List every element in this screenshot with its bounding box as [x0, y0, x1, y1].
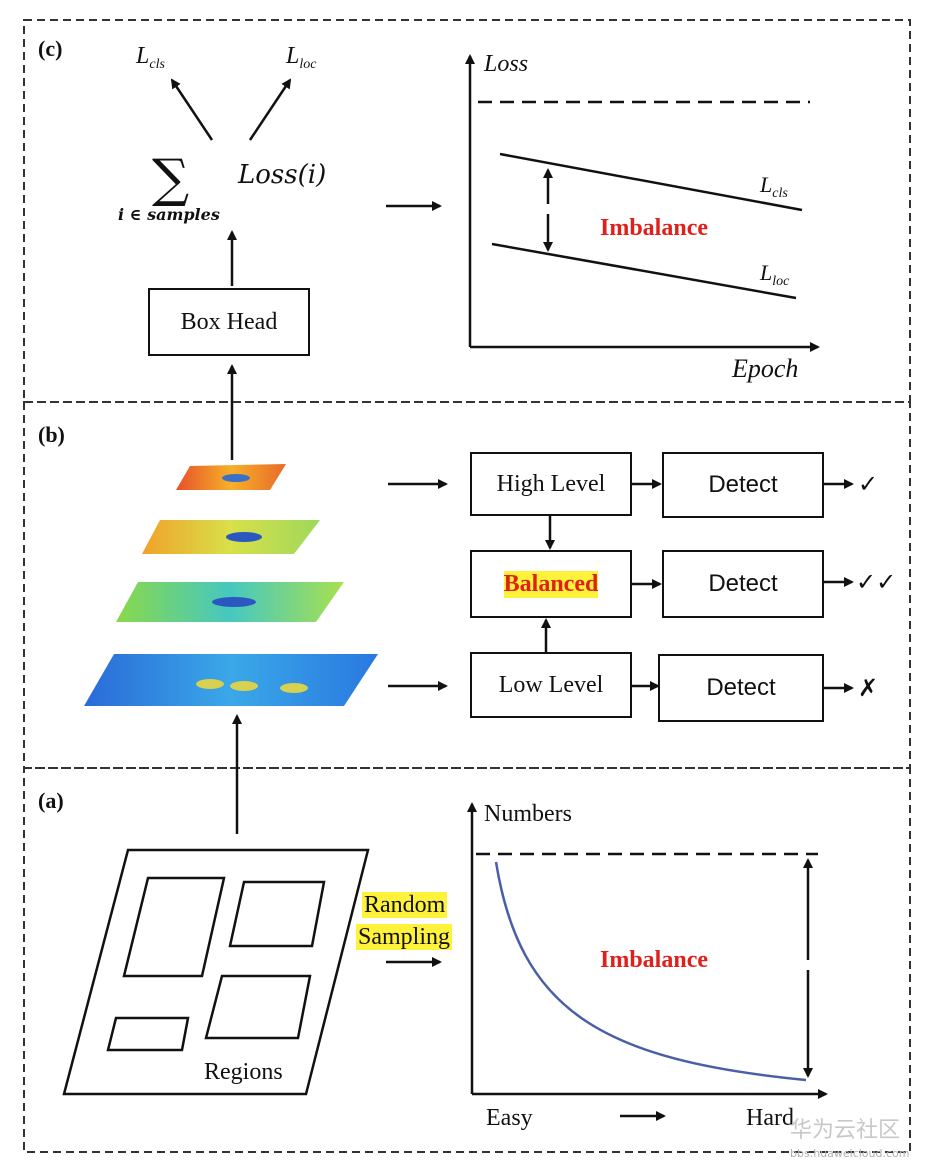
panel-b-tag: (b) [38, 422, 65, 447]
panel-a-frame [23, 767, 911, 1153]
region-box-4 [106, 1016, 190, 1052]
panel-b-arrows [232, 479, 854, 834]
high-level-box: High Level [470, 452, 632, 516]
feature-blob [196, 679, 224, 689]
loss-loc-subscript: loc [299, 57, 317, 72]
detect-top-box: Detect [662, 452, 824, 518]
line-loc-subscript: loc [772, 274, 790, 289]
high-level-label: High Level [496, 470, 606, 497]
result-mid-checks: ✓✓ [856, 568, 897, 596]
arrow-to-lloc [248, 78, 292, 141]
arrow-to-lcls [170, 78, 214, 141]
watermark-brand: 华为云社区 [790, 1118, 901, 1143]
panel-c-arrows [170, 78, 442, 460]
feature-pyramid [84, 464, 378, 706]
regions-label: Regions [204, 1059, 283, 1085]
regions-sheet [62, 848, 370, 1096]
feature-layer-4 [84, 654, 378, 706]
line-cls-subscript: cls [772, 186, 788, 201]
panel-a-tag: (a) [38, 788, 64, 813]
result-bot-cross: ✗ [858, 674, 879, 702]
sum-subscript: i ∈ samples [118, 205, 220, 224]
line-loc-label: Lloc [760, 262, 789, 289]
feature-blob [230, 681, 258, 691]
detect-bot-box: Detect [658, 654, 824, 722]
low-level-box: Low Level [470, 652, 632, 718]
loss-loc-symbol: L [286, 43, 300, 69]
balanced-box: Balanced [470, 550, 632, 618]
line-cls-label: Lcls [760, 174, 788, 201]
box-head-box: Box Head [148, 288, 310, 356]
feature-blob [212, 597, 256, 607]
detect-top-label: Detect [708, 471, 778, 498]
loss-cls-symbol: L [136, 43, 150, 69]
result-top-check: ✓ [858, 470, 879, 498]
line-cls-symbol: L [760, 172, 773, 197]
numbers-chart-ylabel: Numbers [484, 801, 572, 827]
sampling-label: Sampling [356, 924, 453, 950]
loss-chart-imbalance: Imbalance [600, 215, 708, 241]
region-box-2 [228, 880, 326, 948]
loss-cls-subscript: cls [149, 57, 165, 72]
x-hard-label: Hard [746, 1105, 794, 1131]
loss-loc-line [491, 242, 797, 300]
panel-frames [23, 19, 911, 1153]
feature-blob [226, 532, 262, 542]
balanced-label: Balanced [503, 570, 599, 598]
box-head-label: Box Head [180, 308, 278, 335]
feature-blob [222, 474, 250, 482]
sigma-symbol: ∑ [152, 149, 189, 209]
region-box-3 [204, 974, 312, 1040]
detect-bot-label: Detect [706, 674, 776, 701]
detect-mid-label: Detect [708, 570, 778, 597]
line-loc-symbol: L [760, 260, 773, 285]
loss-chart [465, 54, 820, 352]
regions-figure [62, 848, 370, 1096]
detect-mid-box: Detect [662, 550, 824, 618]
watermark-url: bbs.huaweicloud.com [790, 1147, 910, 1160]
region-box-1 [122, 876, 226, 978]
panel-c-tag: (c) [38, 36, 63, 61]
loss-chart-xlabel: Epoch [732, 354, 799, 383]
low-level-label: Low Level [498, 671, 604, 698]
loss-cls-label: Lcls [136, 44, 165, 72]
numbers-chart-imbalance: Imbalance [600, 947, 708, 973]
random-label: Random [362, 892, 448, 918]
loss-cls-line [499, 152, 803, 212]
numbers-decay-curve [494, 861, 807, 1082]
loss-chart-ylabel: Loss [484, 51, 529, 77]
sum-expression: Loss(i) [238, 160, 327, 190]
x-easy-label: Easy [486, 1105, 533, 1131]
numbers-chart [467, 802, 828, 1121]
feature-blob [280, 683, 308, 693]
loss-loc-label: Lloc [286, 44, 316, 72]
